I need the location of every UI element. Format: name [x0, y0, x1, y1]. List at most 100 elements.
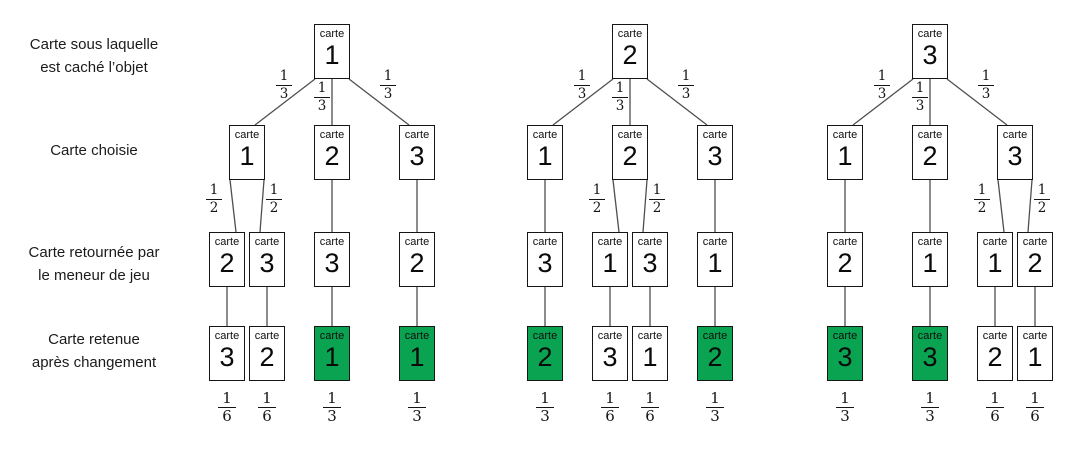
card-word: carte	[917, 330, 943, 342]
card-number: 3	[259, 248, 275, 278]
numerator: 1	[383, 68, 393, 84]
label-line: Carte sous laquelle	[29, 36, 159, 53]
card-number: 1	[1027, 342, 1043, 372]
card-word: carte	[319, 236, 345, 248]
numerator: 1	[840, 389, 850, 407]
card-word: carte	[982, 330, 1008, 342]
numerator: 1	[269, 182, 279, 198]
denominator: 6	[1026, 407, 1044, 425]
card-number: 2	[259, 342, 275, 372]
card-word: carte	[832, 330, 858, 342]
numerator: 1	[977, 182, 987, 198]
card-word: carte	[1022, 236, 1048, 248]
card-number: 3	[707, 141, 723, 171]
card-number: 1	[707, 248, 723, 278]
card-number: 1	[239, 141, 255, 171]
numerator: 1	[540, 389, 550, 407]
card-word: carte	[597, 330, 623, 342]
denominator: 3	[323, 407, 341, 425]
numerator: 1	[877, 68, 887, 84]
card-word: carte	[1002, 129, 1028, 141]
denominator: 6	[986, 407, 1004, 425]
denominator: 3	[380, 85, 396, 103]
label-kept-card: Carte retenue après changement	[0, 328, 188, 374]
numerator: 1	[990, 389, 1000, 407]
denominator: 2	[1034, 199, 1050, 217]
card-number: 2	[324, 141, 340, 171]
card-number: 1	[537, 141, 553, 171]
label-chosen-card: Carte choisie	[0, 139, 188, 162]
card-number: 3	[642, 248, 658, 278]
denominator: 3	[706, 407, 724, 425]
edge-line	[997, 179, 1005, 233]
card-number: 3	[1007, 141, 1023, 171]
card-number: 2	[219, 248, 235, 278]
card-number: 2	[922, 141, 938, 171]
card-number: 1	[409, 342, 425, 372]
card-word: carte	[532, 129, 558, 141]
card-word: carte	[637, 236, 663, 248]
card-word: carte	[617, 28, 643, 40]
card-word: carte	[319, 28, 345, 40]
card-word: carte	[917, 129, 943, 141]
denominator: 6	[601, 407, 619, 425]
label-line: après changement	[31, 354, 157, 371]
card-word: carte	[1022, 330, 1048, 342]
card-number: 2	[537, 342, 553, 372]
numerator: 1	[327, 389, 337, 407]
denominator: 3	[912, 97, 928, 115]
card-word: carte	[214, 236, 240, 248]
denominator: 2	[649, 199, 665, 217]
card-number: 2	[707, 342, 723, 372]
edge-line	[946, 78, 1008, 126]
card-number: 1	[602, 248, 618, 278]
card-number: 2	[837, 248, 853, 278]
edge-line	[229, 179, 237, 233]
card-word: carte	[254, 236, 280, 248]
card-number: 3	[409, 141, 425, 171]
label-line: Carte retenue	[48, 331, 140, 348]
numerator: 1	[652, 182, 662, 198]
denominator: 2	[206, 199, 222, 217]
card-number: 1	[922, 248, 938, 278]
card-word: carte	[532, 236, 558, 248]
card-word: carte	[404, 330, 430, 342]
label-line: le meneur de jeu	[38, 267, 150, 284]
edge-line	[646, 78, 708, 126]
card-number: 1	[987, 248, 1003, 278]
label-line: Carte choisie	[50, 142, 138, 159]
label-line: Carte retournée par	[28, 244, 160, 261]
card-word: carte	[254, 330, 280, 342]
denominator: 3	[314, 97, 330, 115]
card-number: 1	[324, 342, 340, 372]
